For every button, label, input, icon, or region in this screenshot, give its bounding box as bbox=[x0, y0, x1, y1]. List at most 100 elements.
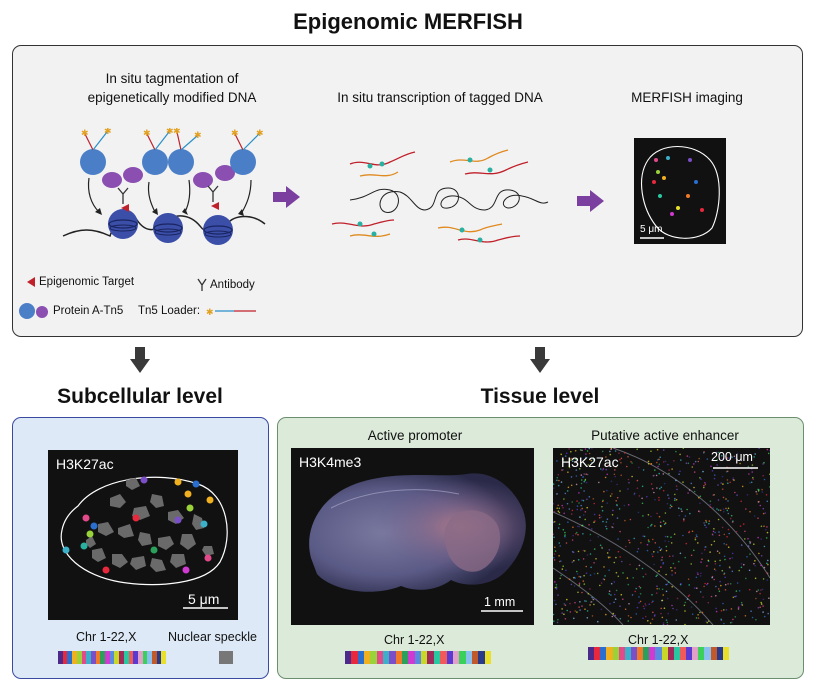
enhancer-dot bbox=[747, 537, 749, 540]
enhancer-dot bbox=[715, 595, 717, 597]
enhancer-dot bbox=[575, 469, 578, 471]
enhancer-dot bbox=[720, 482, 722, 484]
enhancer-dot bbox=[690, 606, 693, 608]
enhancer-dot bbox=[693, 471, 696, 473]
enhancer-dot bbox=[591, 528, 593, 530]
enhancer-dot bbox=[583, 473, 585, 475]
enhancer-dot bbox=[765, 494, 768, 496]
enhancer-dot bbox=[661, 556, 663, 559]
enhancer-dot bbox=[722, 508, 725, 510]
enhancer-dot bbox=[680, 459, 682, 461]
enhancer-dot bbox=[553, 556, 555, 559]
enhancer-dot bbox=[606, 502, 608, 504]
enhancer-dot bbox=[563, 603, 566, 605]
enhancer-dot bbox=[705, 526, 707, 529]
enhancer-dot bbox=[719, 509, 722, 512]
enhancer-dot bbox=[638, 466, 640, 469]
enhancer-dot bbox=[566, 598, 568, 601]
enhancer-dot bbox=[748, 588, 751, 591]
enhancer-dot bbox=[556, 479, 558, 482]
enhancer-dot bbox=[699, 575, 702, 577]
enhancer-dot bbox=[657, 465, 659, 468]
enhancer-dot bbox=[767, 559, 769, 562]
enhancer-dot bbox=[719, 580, 721, 583]
chromosome-swatch bbox=[661, 647, 668, 660]
enhancer-dot bbox=[638, 596, 640, 598]
enhancer-dot bbox=[693, 463, 695, 465]
enhancer-dot bbox=[563, 613, 565, 615]
enhancer-dot bbox=[608, 569, 610, 571]
enhancer-dot bbox=[760, 589, 762, 591]
enhancer-dot bbox=[699, 611, 701, 614]
enhancer-dot bbox=[600, 582, 603, 584]
enhancer-dot bbox=[665, 583, 667, 586]
enhancer-dot bbox=[582, 499, 585, 502]
enhancer-dot bbox=[724, 576, 726, 579]
enhancer-dot bbox=[636, 487, 639, 489]
enhancer-dot bbox=[593, 521, 595, 523]
enhancer-dot bbox=[663, 523, 666, 525]
enhancer-dot bbox=[616, 483, 618, 486]
enhancer-dot bbox=[613, 448, 616, 449]
enhancer-dot bbox=[712, 494, 715, 496]
chromosome-swatch bbox=[95, 651, 101, 664]
enhancer-dot bbox=[661, 616, 664, 619]
enhancer-dot bbox=[689, 512, 691, 515]
enhancer-dot bbox=[589, 588, 591, 590]
enhancer-dot bbox=[711, 576, 713, 579]
enhancer-dot bbox=[755, 490, 757, 493]
enhancer-dot bbox=[757, 589, 760, 591]
enhancer-dot bbox=[671, 468, 673, 470]
enhancer-dot bbox=[673, 533, 676, 535]
enhancer-dot bbox=[712, 530, 715, 533]
enhancer-dot bbox=[569, 602, 571, 605]
chromosome-swatch bbox=[351, 651, 358, 664]
enhancer-dot bbox=[553, 483, 555, 485]
enhancer-dot bbox=[706, 458, 709, 460]
legend-antibody: Antibody bbox=[210, 279, 255, 291]
enhancer-dot bbox=[658, 570, 660, 572]
enhancer-dot bbox=[695, 601, 698, 603]
enhancer-dot bbox=[655, 474, 658, 477]
chromosome-swatch bbox=[408, 651, 415, 664]
enhancer-dot bbox=[591, 615, 594, 617]
enhancer-dot bbox=[553, 510, 556, 513]
enhancer-dot bbox=[650, 450, 652, 452]
enhancer-dot bbox=[653, 491, 655, 494]
enhancer-dot bbox=[553, 553, 556, 555]
enhancer-dot bbox=[736, 494, 738, 496]
enhancer-dot bbox=[554, 586, 557, 589]
enhancer-dot bbox=[707, 559, 710, 562]
enhancer-dot bbox=[731, 570, 734, 573]
enhancer-dot bbox=[721, 458, 723, 460]
enhancer-dot bbox=[574, 577, 576, 579]
enhancer-dot bbox=[570, 457, 572, 460]
enhancer-dot bbox=[674, 497, 676, 500]
enhancer-dot bbox=[581, 449, 583, 452]
enhancer-dot bbox=[718, 552, 721, 554]
enhancer-dot bbox=[628, 603, 630, 605]
enhancer-dot bbox=[596, 572, 599, 575]
enhancer-dot bbox=[711, 470, 714, 472]
enhancer-dot bbox=[553, 502, 554, 505]
enhancer-dot bbox=[578, 582, 581, 585]
enhancer-dot bbox=[658, 588, 660, 590]
enhancer-dot bbox=[693, 549, 695, 552]
chromosome-swatch bbox=[62, 651, 68, 664]
enhancer-dot bbox=[703, 451, 705, 454]
enhancer-dot bbox=[650, 515, 652, 518]
enhancer-dot bbox=[745, 577, 747, 580]
enhancer-dot bbox=[568, 466, 571, 469]
enhancer-dot bbox=[580, 504, 582, 507]
enhancer-dot bbox=[625, 545, 627, 548]
chromosome-swatch bbox=[76, 651, 82, 664]
enhancer-dot bbox=[566, 490, 569, 492]
enhancer-dot bbox=[570, 476, 573, 478]
chromosome-swatch bbox=[686, 647, 693, 660]
nucleosome bbox=[108, 209, 138, 239]
enhancer-dot bbox=[554, 550, 557, 552]
enhancer-dot bbox=[633, 493, 636, 496]
enhancer-dot bbox=[588, 524, 590, 526]
enhancer-dot bbox=[602, 578, 605, 580]
enhancer-dot bbox=[717, 499, 720, 501]
